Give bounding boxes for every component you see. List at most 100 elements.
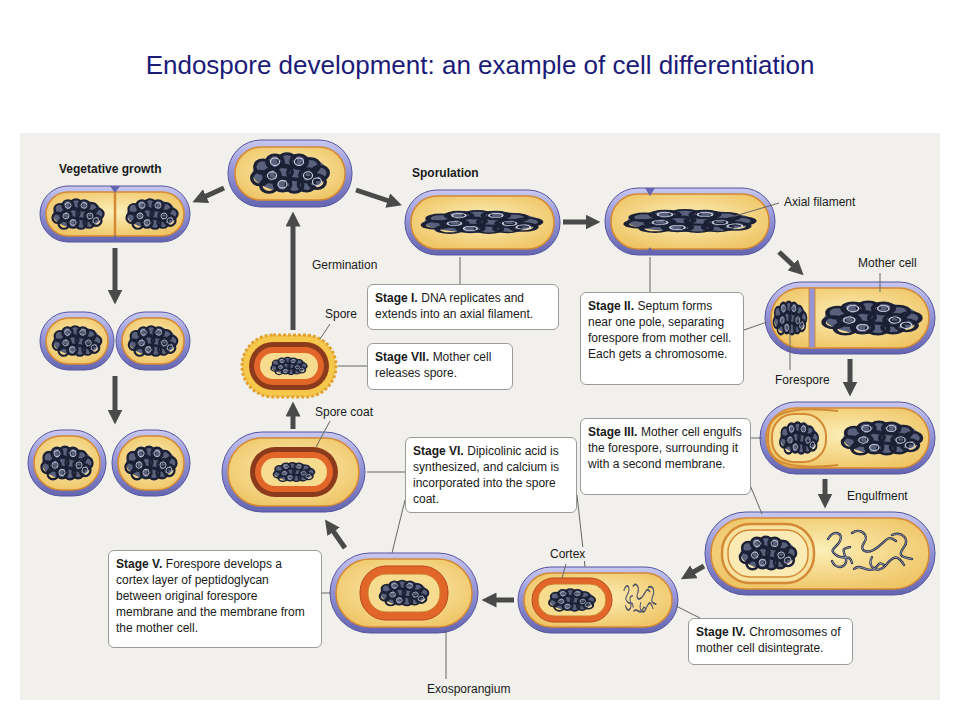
title-bar: Endospore development: an example of cel…: [0, 49, 960, 81]
leader-line: [880, 273, 881, 292]
cycle-arrow: [563, 220, 590, 225]
part-label: Exosporangium: [425, 682, 512, 696]
leader-line: [750, 485, 762, 514]
part-label: Cortex: [548, 547, 587, 561]
dividing-cell: [40, 312, 190, 370]
free-spore: [242, 335, 336, 397]
stage-heading: Stage I.: [375, 291, 418, 305]
exosporangium-cell: [360, 566, 448, 620]
sporulating-cell: [423, 211, 540, 233]
engulfing-cell: [768, 409, 838, 466]
leader-line: [338, 366, 367, 367]
cycle-arrow: [291, 222, 296, 330]
engulfing-cell: [766, 408, 929, 468]
part-label: Axial filament: [782, 195, 857, 209]
engulfed-forespore-cell: [740, 537, 796, 570]
cycle-arrow: [202, 188, 224, 198]
part-label: Forespore: [773, 373, 832, 387]
free-spore: [260, 353, 318, 379]
daughter-cells: [112, 430, 190, 496]
leader-line: [367, 472, 405, 473]
sporulating-cell: [626, 210, 754, 232]
engulfed-forespore-cell: [722, 524, 814, 583]
stage-heading: Stage II.: [588, 299, 634, 313]
dividing-cell: [127, 199, 178, 228]
bacterial-cell: [228, 140, 352, 207]
cycle-arrow: [113, 248, 118, 294]
leader-line: [320, 324, 330, 339]
bacterial-cell: [252, 154, 329, 193]
cortex-cell: [624, 585, 656, 612]
cortex-cell: [532, 578, 612, 622]
leader-line: [460, 257, 461, 284]
cycle-arrow: [690, 566, 704, 574]
spore-coat-cell: [222, 432, 365, 512]
daughter-cells: [28, 430, 106, 496]
leader-line: [316, 203, 880, 679]
part-label: Engulfment: [845, 489, 910, 503]
leader-line: [790, 330, 791, 370]
cycle-arrow: [115, 188, 850, 600]
cortex-cell: [518, 567, 678, 633]
stage-box: Stage III.Mother cell engulfs the foresp…: [580, 418, 751, 495]
cycle-arrow: [356, 190, 392, 202]
cycle-arrow: [823, 479, 828, 498]
leader-line: [392, 500, 405, 553]
spore-coat-cell: [255, 452, 333, 492]
engulfed-forespore-cell: [705, 512, 935, 595]
part-label: Spore: [323, 307, 359, 321]
dividing-cell: [122, 318, 184, 364]
cortex-cell: [518, 567, 678, 633]
sporulating-cell: [605, 188, 775, 255]
cycle-arrow: [779, 252, 796, 268]
septum-cell: [771, 288, 929, 348]
dividing-cell: [40, 186, 190, 242]
engulfed-forespore-cell: [728, 530, 808, 577]
cortex-cell: [538, 584, 606, 616]
stage-heading: Stage V.: [116, 557, 162, 571]
free-spore: [242, 335, 336, 397]
exosporangium-cell: [368, 574, 440, 612]
sporulating-cell: [405, 190, 560, 255]
exosporangium-cell: [336, 559, 472, 627]
exosporangium-cell: [330, 553, 478, 633]
stage-box: Stage V.Forespore develops a cortex laye…: [108, 550, 322, 648]
septum-cell: [773, 302, 806, 335]
dividing-cell: [110, 235, 120, 242]
stage-box: Stage VI.Dipicolinic acid is synthesized…: [405, 437, 577, 513]
dividing-cell: [46, 192, 184, 236]
part-label: Germination: [310, 258, 379, 272]
engulfing-cell: [760, 402, 935, 474]
engulfing-cell: [780, 423, 818, 454]
cortex-cell: [524, 573, 672, 627]
part-label: Spore coat: [313, 405, 375, 419]
free-spore: [271, 357, 307, 374]
leader-line: [744, 322, 767, 330]
septum-cell: [824, 302, 921, 335]
free-spore: [249, 342, 329, 390]
engulfing-cell: [760, 402, 935, 474]
leader-line: [735, 203, 779, 216]
stage-box: Stage II.Septum forms near one pole, sep…: [580, 292, 744, 385]
stage-heading: Stage III.: [588, 425, 637, 439]
dividing-cell: [114, 192, 117, 236]
spore-coat-cell: [261, 458, 327, 486]
dividing-cell: [110, 186, 120, 193]
stage-heading: Stage VII.: [375, 350, 429, 364]
cortex-cell: [549, 589, 595, 611]
spore-coat-cell: [274, 463, 315, 482]
stage-box: Stage IV.Chromosomes of mother cell disi…: [688, 618, 853, 665]
leader-line: [562, 564, 566, 578]
stage-box: Stage I.DNA replicates and extends into …: [367, 284, 559, 330]
stage-heading: Stage VI.: [413, 444, 464, 458]
engulfed-forespore-cell: [711, 518, 929, 589]
part-label: Vegetative growth: [57, 162, 164, 176]
daughter-cells: [42, 447, 93, 480]
septum-cell: [809, 288, 815, 348]
stage-heading: Stage IV.: [696, 625, 746, 639]
cycle-arrow: [492, 598, 514, 603]
daughter-cells: [28, 430, 190, 496]
leader-line: [650, 257, 651, 292]
leader-line: [446, 630, 447, 679]
